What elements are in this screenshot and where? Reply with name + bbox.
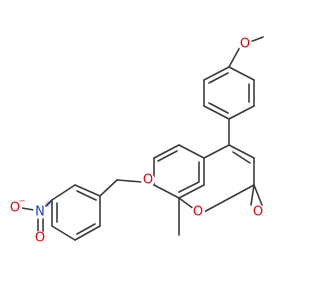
bond-c7-c8: [153, 184, 180, 199]
bond-methyl-top: [249, 36, 264, 43]
bond-c4a-c5: [178, 144, 205, 159]
bond-c4-c3: [228, 144, 255, 159]
bond-ph1-a: [203, 66, 230, 81]
atom-label-o-nitro-2: O: [35, 231, 45, 246]
bond-n-o-top: [21, 207, 35, 211]
bond-c2-o1: [203, 184, 255, 213]
bond-ph1-a2: [208, 72, 229, 84]
bond-ph2-e: [74, 225, 101, 241]
bond-c3-c4-dbl: [232, 151, 251, 164]
atom-label-o-ring: O: [193, 205, 203, 220]
charge-plus-n-nitro: +: [45, 200, 52, 209]
bond-ph2-d: [51, 225, 76, 241]
atom-o-ring: O: [191, 205, 205, 220]
atom-label-o-nitro-1: O: [10, 201, 20, 216]
bond-n-ring: [45, 199, 53, 207]
bond-ph1-d: [228, 105, 255, 120]
bond-c5-c6: [153, 144, 180, 159]
bond-benzo-dbl-1: [157, 150, 178, 162]
bonds-layer: [21, 36, 264, 241]
bond-o-to-ring-top: [228, 46, 241, 68]
bond-ph2-a2: [76, 190, 97, 201]
bond-ph2-a: [74, 184, 101, 197]
bond-c4-c4a: [203, 144, 230, 159]
bond-c8-c8a: [178, 184, 205, 199]
atom-o-nitro-2: O: [33, 231, 47, 246]
molecule-structure-diagram: O O O O N + O − O: [8, 36, 265, 246]
bond-ph1-c: [203, 105, 230, 120]
bond-c2-o-carbonyl: [250, 184, 255, 206]
atom-o-carbonyl: O: [251, 205, 265, 220]
atom-label-o-methoxy: O: [240, 37, 250, 52]
atom-label-n-nitro: N: [35, 205, 45, 220]
atom-labels-layer: O O O O N + O − O: [8, 37, 265, 246]
atom-n-nitro: N +: [33, 200, 51, 220]
bond-ph1-f: [228, 66, 255, 81]
bond-ph2-b: [51, 184, 76, 201]
bond-c2-o-carbonyl-b: [253, 184, 263, 206]
charge-minus-o-nitro: −: [19, 197, 26, 206]
atom-o-ether: O: [141, 173, 155, 188]
atom-o-nitro-1: O −: [8, 197, 25, 216]
bond-ch2-ph: [99, 179, 118, 197]
bond-ph1-c2: [208, 102, 229, 114]
bond-benzo-dbl-2: [178, 181, 200, 193]
atom-label-o-carbonyl: O: [253, 205, 263, 220]
atom-label-o-ether: O: [143, 173, 153, 188]
atom-o-methoxy: O: [238, 37, 252, 52]
bond-o-ch2: [116, 179, 143, 183]
bond-ph2-e2: [76, 223, 96, 235]
